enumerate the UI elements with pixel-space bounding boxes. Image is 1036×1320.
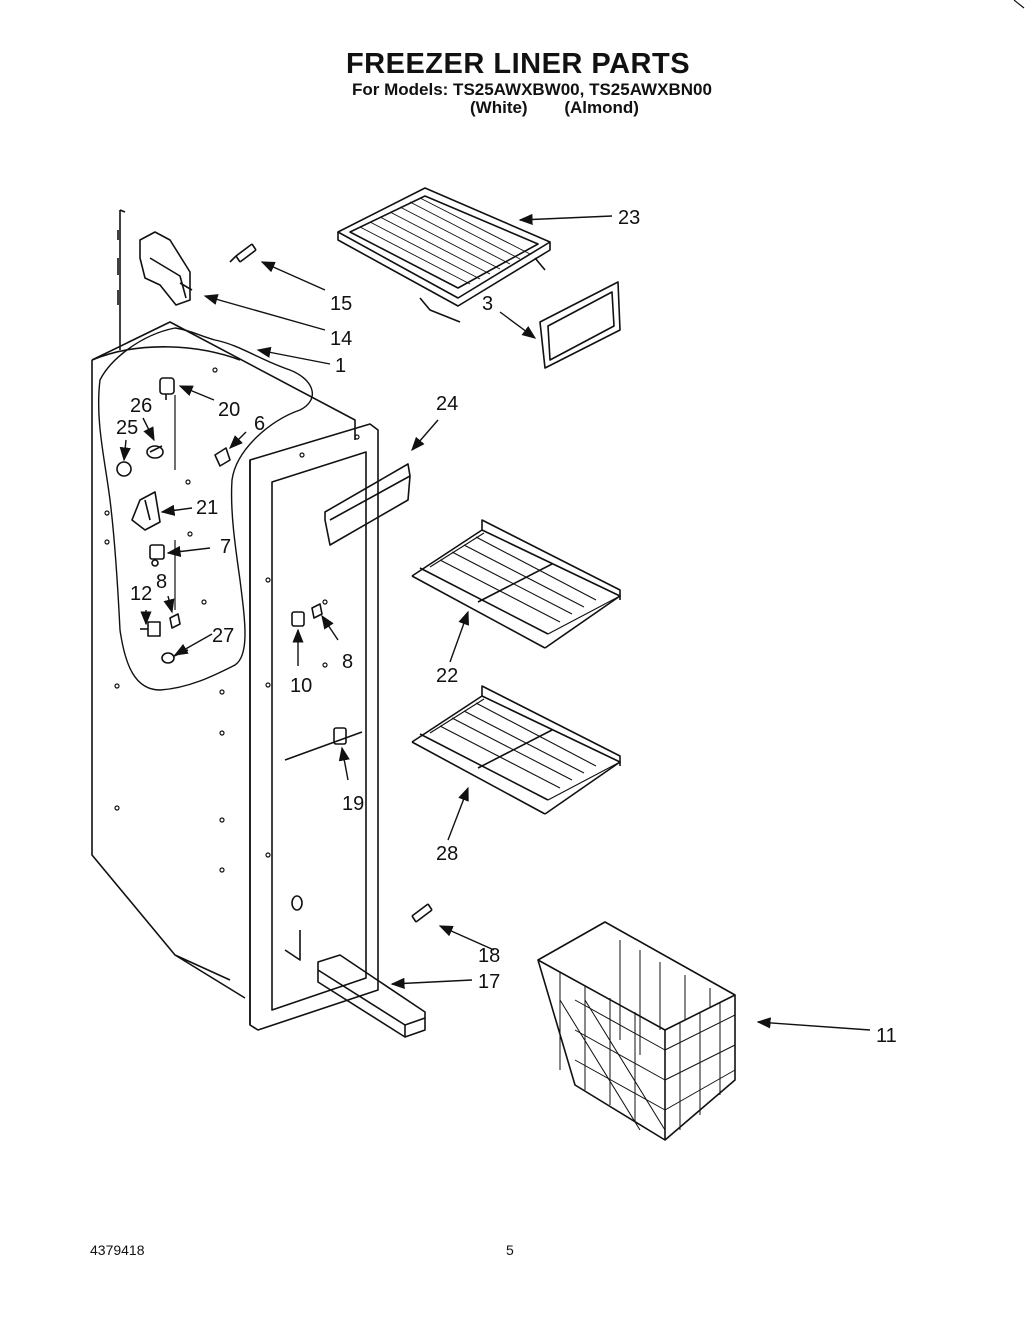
callout-22: 22: [436, 665, 458, 687]
clip-6: [214, 447, 231, 467]
wire-basket-11: [537, 921, 736, 1141]
model-list: For Models: TS25AWXBW00, TS25AWXBN00: [352, 80, 712, 99]
screw-18: [411, 903, 433, 923]
callout-3: 3: [482, 293, 493, 315]
callout-6: 6: [254, 413, 265, 435]
page-number: 5: [506, 1242, 514, 1258]
component-19: [333, 727, 347, 745]
variant-white: (White): [470, 98, 528, 117]
callout-15: 15: [330, 293, 352, 315]
bracket-21: [131, 491, 161, 531]
wiring-harness: [97, 327, 313, 691]
component-10: [291, 611, 305, 627]
lamp-26: [146, 445, 164, 459]
callout-26: 26: [130, 395, 152, 417]
top-bracket: [139, 231, 193, 306]
liner-front-frame: [249, 423, 379, 1031]
callout-18: 18: [478, 945, 500, 967]
wire-shelf-28: [411, 685, 621, 815]
callout-8-right: 8: [342, 651, 353, 673]
callout-1: 1: [335, 355, 346, 377]
lamp-socket-20: [159, 377, 175, 400]
switch-12: [140, 621, 161, 637]
callout-19: 19: [342, 793, 364, 815]
callout-20: 20: [218, 399, 240, 421]
page-title: FREEZER LINER PARTS: [345, 48, 691, 80]
freezer-liner-cabinet: [91, 209, 356, 999]
callout-28: 28: [436, 843, 458, 865]
leader-lines: [119, 213, 871, 1031]
glass-shelf-23: [337, 187, 551, 323]
callout-17: 17: [478, 971, 500, 993]
callout-7: 7: [220, 536, 231, 558]
callout-27: 27: [212, 625, 234, 647]
switch-7: [149, 544, 165, 567]
bulb-25: [116, 461, 132, 477]
clip-8a: [169, 613, 181, 629]
clip-27: [161, 649, 189, 664]
shelf-panel-24: [324, 463, 411, 546]
callout-25: 25: [116, 417, 138, 439]
variant-almond: (Almond): [564, 98, 639, 117]
callout-10: 10: [290, 675, 312, 697]
shelf-trim-3: [539, 281, 621, 369]
callout-24: 24: [436, 393, 458, 415]
bottom-trim-17: [317, 954, 426, 1038]
screw-15: [229, 243, 257, 263]
callout-8-left: 8: [156, 571, 167, 593]
color-variants: (White) (Almond): [470, 98, 639, 118]
callout-21: 21: [196, 497, 218, 519]
callout-11: 11: [876, 1025, 897, 1047]
document-number: 4379418: [90, 1242, 145, 1258]
clip-8b: [311, 603, 323, 619]
callout-14: 14: [330, 328, 352, 350]
wire-shelf-22: [411, 519, 621, 649]
corner-mark: [1013, 0, 1025, 9]
callout-12: 12: [130, 583, 152, 605]
callout-23: 23: [618, 207, 640, 229]
